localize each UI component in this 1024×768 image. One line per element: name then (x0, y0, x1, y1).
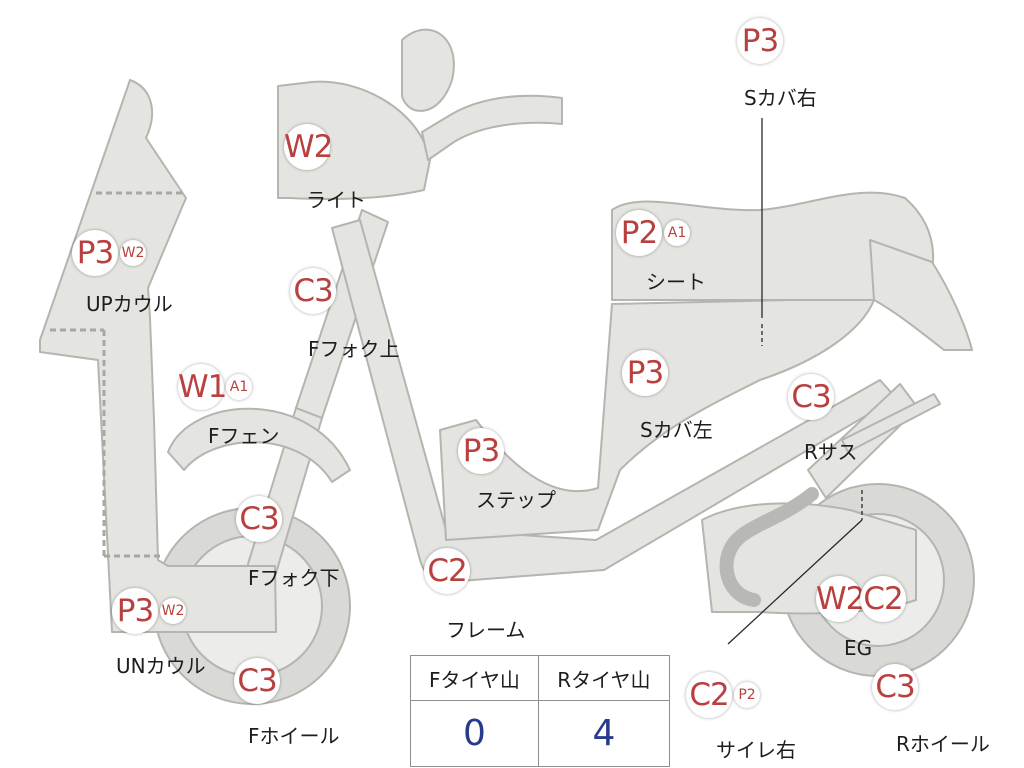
seat-shape (611, 191, 935, 301)
part-label: UPカウル (86, 292, 173, 316)
damage-code-badge: P3 (112, 588, 158, 634)
damage-code-badge: C3 (234, 658, 280, 704)
windshield-shape (401, 28, 455, 112)
damage-code-badge-small: A1 (664, 220, 690, 246)
damage-code-badge: C2 (424, 548, 470, 594)
handlebar-shape (421, 94, 563, 161)
damage-code-badge: C2 (686, 672, 732, 718)
damage-code-badge-small: A1 (226, 374, 252, 400)
front-tire-value: 0 (410, 700, 539, 767)
damage-code-badge: C3 (290, 268, 336, 314)
damage-code-badge: C2 (860, 576, 906, 622)
exhaust-pipe-shape (719, 487, 819, 607)
damage-code-badge: P3 (622, 350, 668, 396)
damage-code-badge: C3 (872, 664, 918, 710)
tire-tread-table: Fタイヤ山 Rタイヤ山 0 4 (410, 655, 671, 767)
front-fender-shape (167, 407, 351, 483)
part-label: UNカウル (116, 654, 206, 678)
damage-code-badge: P2 (616, 210, 662, 256)
front-tire-header: Fタイヤ山 (410, 655, 539, 701)
part-label: Sカバ右 (744, 86, 817, 110)
part-label: Fフェン (208, 424, 280, 448)
damage-code-badge-small: P2 (734, 682, 760, 708)
part-label: シート (646, 270, 706, 294)
part-label: Rホイール (896, 732, 990, 756)
side-cover-shape (439, 299, 875, 541)
damage-code-badge: C3 (788, 374, 834, 420)
damage-code-badge: W2 (284, 124, 333, 170)
damage-code-badge-small: W2 (160, 598, 186, 624)
part-label: Fホイール (248, 724, 340, 748)
part-label: Fフォク上 (308, 337, 400, 361)
tail-shape (869, 239, 973, 351)
damage-code-badge: W1 (178, 364, 227, 410)
part-label: Sカバ左 (640, 418, 713, 442)
rear-tire-header: Rタイヤ山 (537, 655, 671, 701)
leader-line-silencer-diagonal (727, 519, 863, 645)
damage-code-badge-small: W2 (120, 240, 146, 266)
damage-code-badge: W2 (816, 576, 865, 622)
part-label: フレーム (446, 618, 526, 642)
damage-code-badge: P3 (72, 230, 118, 276)
rear-tire-value: 4 (537, 700, 671, 767)
headlight-shape (277, 80, 431, 201)
part-label: サイレ右 (716, 738, 796, 762)
rear-shock-body-shape (841, 393, 941, 453)
part-label: ステップ (476, 488, 556, 512)
damage-code-badge: P3 (458, 428, 504, 474)
damage-code-badge: P3 (737, 18, 783, 64)
part-label: ライト (306, 188, 366, 212)
part-label: Fフォク下 (248, 566, 340, 590)
part-label: Rサス (804, 440, 858, 464)
damage-code-badge: C3 (236, 496, 282, 542)
part-label: EG (844, 636, 873, 660)
